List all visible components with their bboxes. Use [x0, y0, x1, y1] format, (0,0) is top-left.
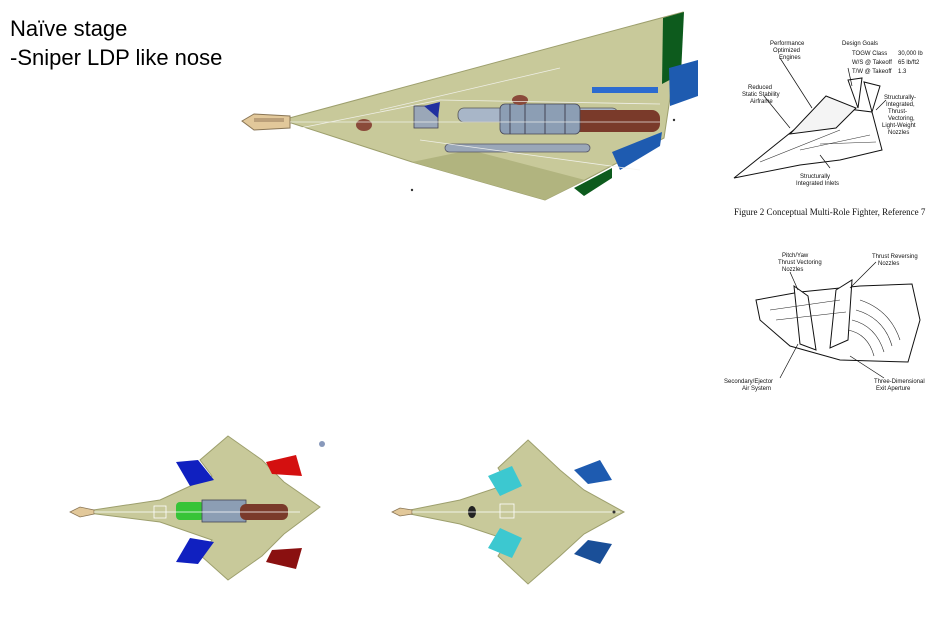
label-ejector-2: Air System [742, 386, 771, 392]
gear-door [356, 119, 372, 131]
goal-2-value: 65 lb/ft2 [898, 60, 920, 66]
canard-cyan-bottom [488, 528, 522, 558]
label-structural-4: Vectoring, [888, 116, 915, 122]
figure-caption: Figure 2 Conceptual Multi-Role Fighter, … [734, 207, 926, 217]
tail-red-bottom [266, 548, 302, 569]
label-reduced-1: Reduced [748, 85, 772, 91]
fin-blue-lower [612, 132, 662, 170]
label-reversing-2: Nozzles [878, 261, 899, 267]
lower-wing-shade [412, 150, 585, 200]
exhaust-green [176, 502, 204, 520]
goal-2-name: W/S @ Takeoff [852, 60, 892, 66]
label-aperture-2: Exit Aperture [876, 386, 911, 392]
label-aperture-1: Three-Dimensional [874, 379, 925, 385]
label-reduced-2: Static Stability [742, 92, 780, 98]
gear-door-2 [512, 95, 528, 105]
canard-cyan-top [488, 466, 522, 496]
label-design-goals: Design Goals [842, 41, 878, 47]
label-ejector-1: Secondary/Ejector [724, 379, 773, 385]
aircraft-side-view [241, 11, 698, 201]
label-pitch-1: Pitch/Yaw [782, 253, 809, 259]
concept-fighter-sketch: Performance Optimized Engines Design Goa… [733, 41, 926, 217]
canard-blue-bottom [176, 538, 214, 564]
goal-1-name: TOGW Class [852, 51, 887, 57]
blue-strake [592, 87, 658, 93]
nose-band [254, 118, 284, 122]
goal-3-name: T/W @ Takeoff [852, 69, 892, 75]
aircraft-top-view-left [69, 435, 325, 581]
label-structural-1: Structurally- [884, 95, 916, 101]
nozzle-sketch: Pitch/Yaw Thrust Vectoring Nozzles Thrus… [724, 253, 925, 392]
label-inlets-2: Integrated Inlets [796, 181, 839, 187]
label-structural-5: Light-Weight [882, 123, 916, 129]
canard-blue-top [176, 460, 214, 486]
label-structural-2: Integrated, [886, 102, 915, 108]
canopy-blue [424, 102, 440, 118]
label-performance-3: Engines [779, 55, 801, 61]
sniper-nose-left [69, 506, 95, 518]
label-performance-1: Performance [770, 41, 805, 47]
tail-red-top [266, 455, 302, 476]
label-structural-6: Nozzles [888, 130, 909, 136]
label-performance-2: Optimized [773, 48, 800, 54]
label-reversing-1: Thrust Reversing [872, 254, 918, 260]
label-inlets-1: Structurally [800, 174, 830, 180]
sniper-nose-right [391, 507, 413, 517]
title-line-1: Naïve stage [10, 16, 128, 41]
axis-marker [319, 441, 325, 447]
tail-blue-top [574, 460, 612, 484]
slide-title: Naïve stage -Sniper LDP like nose [10, 14, 222, 72]
engine-compressor [499, 103, 581, 135]
title-line-2: -Sniper LDP like nose [10, 45, 223, 70]
aircraft-top-view-right [391, 439, 626, 585]
weapon-store [444, 143, 591, 153]
label-reduced-3: Airframe [750, 99, 773, 105]
label-pitch-2: Thrust Vectoring [778, 260, 822, 266]
tail-blue-bottom [574, 540, 612, 564]
engine-left [201, 499, 247, 523]
ventral-fin-green [574, 168, 612, 196]
fin-blue-upper [669, 60, 698, 106]
label-structural-3: Thrust- [888, 109, 907, 115]
label-pitch-3: Nozzles [782, 267, 803, 273]
goal-3-value: 1.3 [898, 69, 907, 75]
goal-1-value: 30,000 lb [898, 51, 923, 57]
